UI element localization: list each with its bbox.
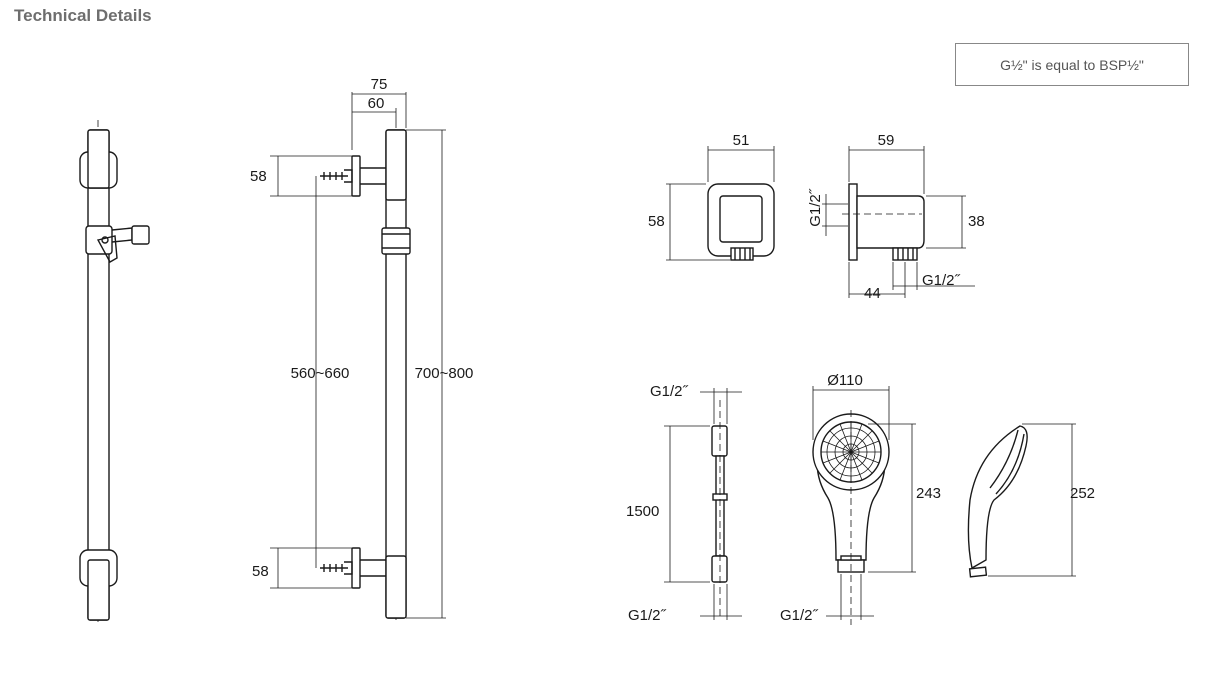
dim-hose-thread-top-label: G1/2˝ (650, 383, 689, 400)
dim-bracket-inner-label: 60 (368, 95, 385, 112)
dim-outlet-thread-left-label: G1/2˝ (807, 188, 824, 227)
dim-outlet-height-label: 58 (648, 213, 665, 230)
dim-outlet-width-label: 51 (733, 132, 750, 149)
dim-shower-height-label: 243 (916, 485, 941, 502)
wall-outlet-side-view: 59 38 G1/2˝ 44 G1/2˝ (807, 132, 985, 302)
dim-rail-length-label: 700~800 (415, 365, 474, 382)
dim-outlet-depth-label: 59 (878, 132, 895, 149)
thread-standard-note: G½" is equal to BSP½" (955, 43, 1189, 86)
dim-shower-thread-label: G1/2˝ (780, 607, 819, 624)
dim-mount-spacing-label: 560~660 (291, 365, 350, 382)
dim-shower-side-height-label: 252 (1070, 485, 1095, 502)
thread-standard-note-text: G½" is equal to BSP½" (1000, 56, 1144, 73)
rail-side-view: 75 60 58 58 560~660 700~800 (250, 76, 473, 620)
page-title: Technical Details (14, 6, 152, 25)
dim-outlet-offset-label: 44 (864, 285, 881, 302)
dim-bottom-mount-label: 58 (252, 563, 269, 580)
hand-shower-front-view: Ø110 243 G1/2˝ (780, 372, 941, 625)
hose-view: G1/2˝ 1500 G1/2˝ (626, 383, 742, 624)
dim-shower-diameter-label: Ø110 (827, 372, 863, 389)
dim-hose-thread-bottom-label: G1/2˝ (628, 607, 667, 624)
spray-face-pattern (821, 422, 881, 482)
dim-outlet-side-height-label: 38 (968, 213, 985, 230)
dim-hose-length-label: 1500 (626, 503, 659, 520)
rail-front-view (79, 120, 150, 625)
hand-shower-side-view: 252 (967, 423, 1095, 578)
dim-outlet-thread-bottom-label: G1/2˝ (922, 272, 961, 289)
wall-outlet-front-view: 51 58 (648, 132, 775, 261)
dim-top-mount-label: 58 (250, 168, 267, 185)
dim-bracket-outer-label: 75 (371, 76, 388, 93)
